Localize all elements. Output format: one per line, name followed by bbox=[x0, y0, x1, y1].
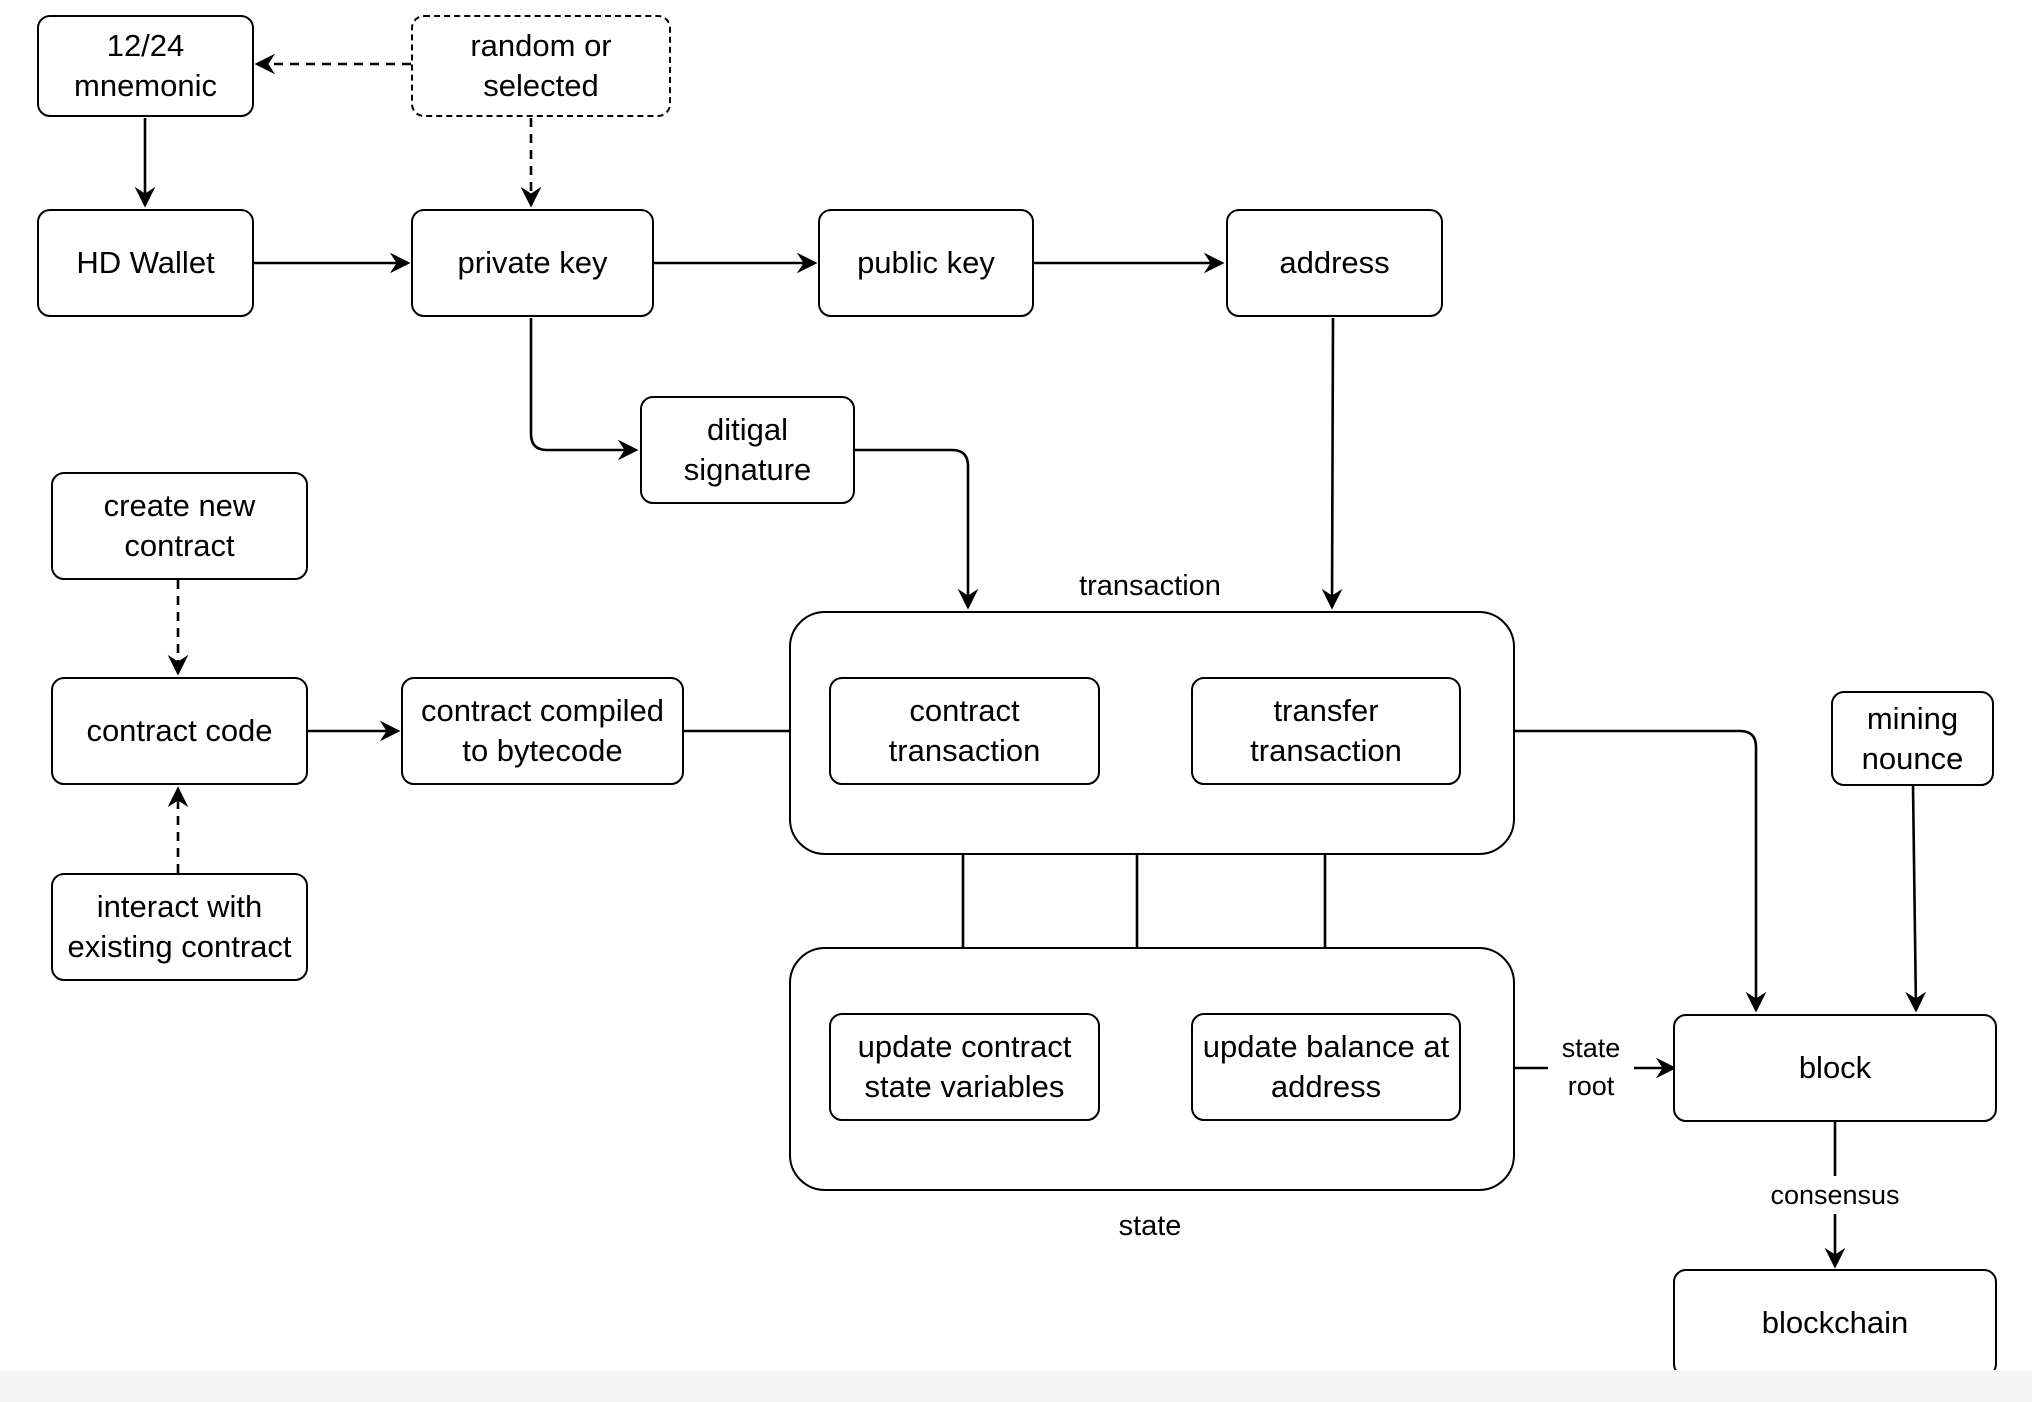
contract-transaction-node: contract transaction bbox=[829, 677, 1100, 785]
random-selected-node: random or selected bbox=[411, 15, 671, 117]
edge-address-to-transaction bbox=[1321, 317, 1343, 610]
public-key-node: public key bbox=[818, 209, 1034, 317]
bottom-edge-strip bbox=[0, 1370, 2032, 1402]
digital-signature-node: ditigal signature bbox=[640, 396, 855, 504]
edge-nounce-to-block bbox=[1905, 785, 1927, 1013]
update-state-variables-node: update contract state variables bbox=[829, 1013, 1100, 1121]
mnemonic-node: 12/24 mnemonic bbox=[37, 15, 254, 117]
edge-transaction-to-block bbox=[1513, 729, 1767, 1013]
contract-code-node: contract code bbox=[51, 677, 308, 785]
address-node: address bbox=[1226, 209, 1443, 317]
interact-contract-node: interact with existing contract bbox=[51, 873, 308, 981]
create-contract-node: create new contract bbox=[51, 472, 308, 580]
hd-wallet-node: HD Wallet bbox=[37, 209, 254, 317]
state-root-label: state root bbox=[1548, 1029, 1634, 1105]
edge-private-key-to-signature bbox=[529, 318, 639, 461]
block-node: block bbox=[1673, 1014, 1997, 1122]
mining-nounce-node: mining nounce bbox=[1831, 691, 1994, 786]
transfer-transaction-node: transfer transaction bbox=[1191, 677, 1461, 785]
private-key-node: private key bbox=[411, 209, 654, 317]
compiled-bytecode-node: contract compiled to bytecode bbox=[401, 677, 684, 785]
edge-signature-to-transaction bbox=[854, 448, 979, 610]
state-group-label: state bbox=[1118, 1210, 1182, 1242]
transaction-group-label: transaction bbox=[1079, 570, 1221, 602]
update-balance-node: update balance at address bbox=[1191, 1013, 1461, 1121]
consensus-label: consensus bbox=[1758, 1176, 1912, 1214]
blockchain-node: blockchain bbox=[1673, 1269, 1997, 1377]
